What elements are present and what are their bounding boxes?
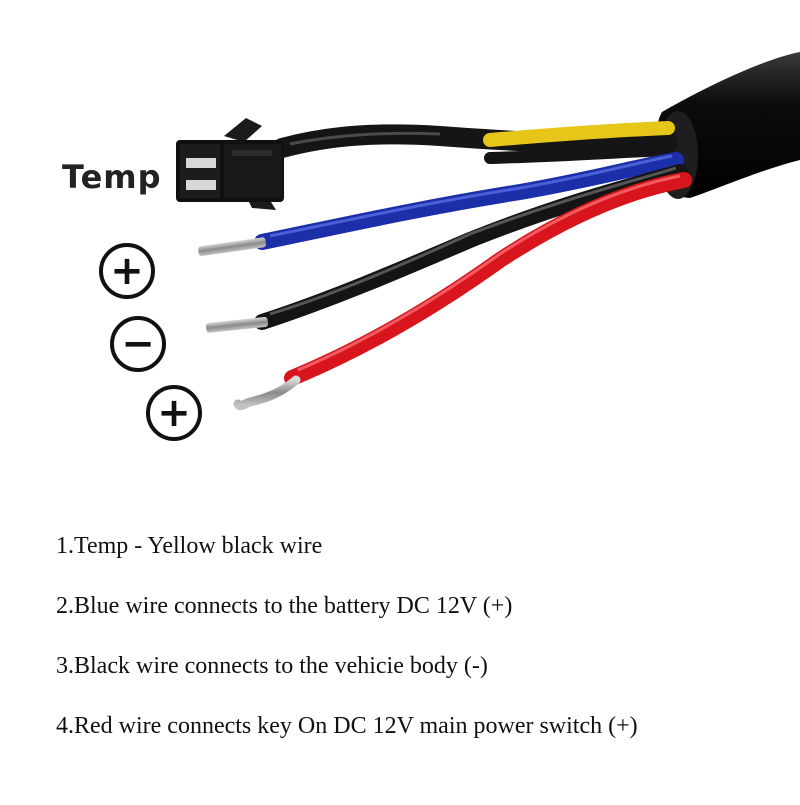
wire-yellow-black (484, 144, 674, 164)
legend-item: 3.Black wire connects to the vehicie bod… (56, 653, 488, 679)
wire-yellow (483, 121, 675, 147)
temp-label: Temp (62, 158, 162, 196)
wire-legend: 1.Temp - Yellow black wire 2.Blue wire c… (56, 528, 638, 768)
wire-red (284, 172, 692, 386)
temp-connector (176, 118, 284, 210)
minus-symbol-black: − (110, 316, 166, 372)
legend-item: 1.Temp - Yellow black wire (56, 533, 323, 559)
plus-symbol-blue: + (99, 243, 155, 299)
plus-symbol-red: + (146, 385, 202, 441)
black-wire-tip (205, 316, 269, 333)
blue-wire-tip (198, 237, 267, 257)
legend-item: 4.Red wire connects key On DC 12V main p… (56, 713, 638, 739)
wire-black (254, 164, 688, 330)
legend-item: 2.Blue wire connects to the battery DC 1… (56, 593, 513, 619)
wire-blue (254, 152, 684, 250)
red-wire-tip (233, 375, 301, 411)
